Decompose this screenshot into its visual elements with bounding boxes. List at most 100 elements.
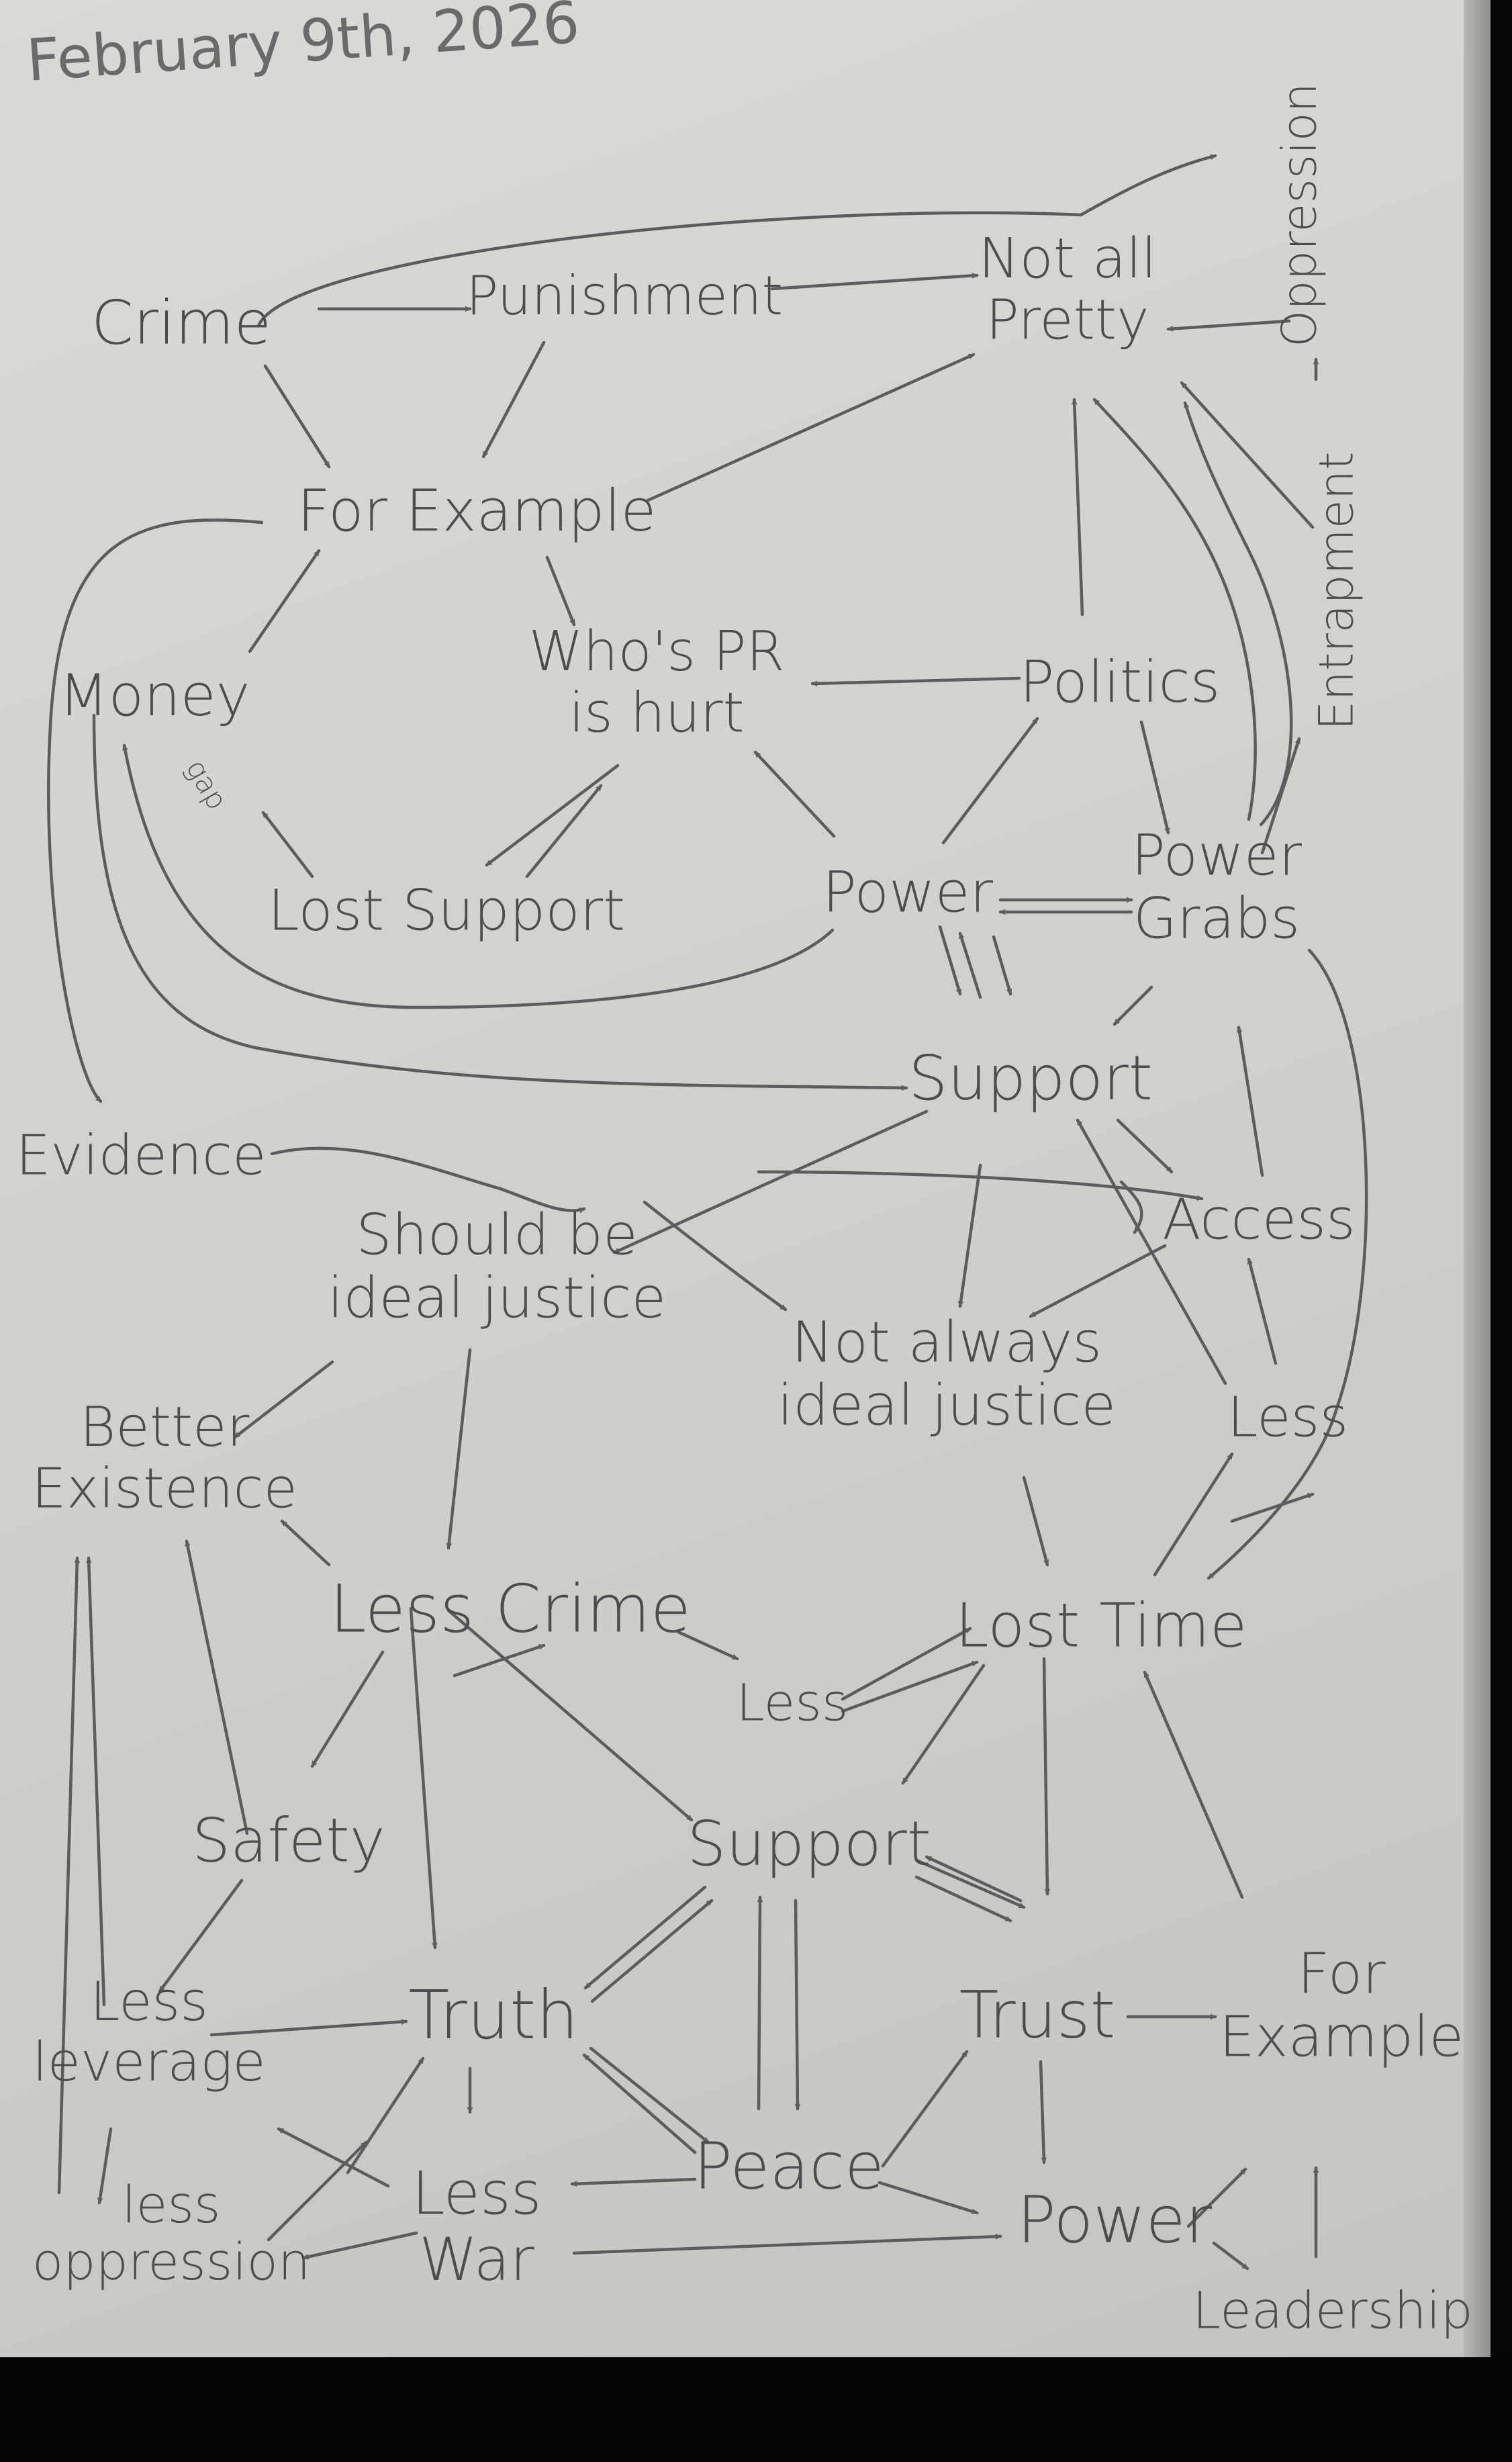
edges-layer: [47, 156, 1368, 2271]
arrow-33: [1022, 1475, 1047, 1567]
arrow-31: [960, 1163, 982, 1308]
node-less-crime: Less Crime: [330, 1571, 691, 1647]
arrow-44: [901, 1663, 986, 1785]
node-punishment: Punishment: [466, 265, 783, 327]
node-power-bottom: Power: [1017, 2183, 1213, 2258]
arrow-55: [794, 1899, 798, 2111]
curved-arrow-86: [757, 1170, 1204, 1199]
arrow-53: [590, 1899, 714, 2003]
arrow-66: [572, 2236, 1002, 2255]
arrow-62: [589, 2046, 710, 2144]
arrow-72: [1186, 2167, 1247, 2228]
arrow-12: [525, 784, 603, 878]
arrow-54: [759, 1895, 760, 2111]
curved-arrow-84: [270, 1146, 586, 1211]
node-for-example-top: For Example: [297, 477, 657, 545]
curved-arrow-80: [92, 713, 908, 1088]
arrow-34: [448, 1348, 472, 1550]
arrow-61: [881, 2050, 969, 2168]
arrow-50: [209, 2021, 408, 2037]
arrow-23: [1249, 1257, 1278, 1365]
arrow-9: [261, 811, 314, 878]
arrow-16: [1260, 737, 1301, 855]
arrow-52: [583, 1885, 707, 1990]
node-oppression: Oppression: [1272, 83, 1327, 347]
arrow-25: [1153, 1452, 1234, 1577]
node-gap: gap: [179, 754, 234, 815]
node-politics: Politics: [1020, 649, 1221, 716]
arrow-42: [841, 1627, 972, 1701]
arrow-46: [158, 1878, 244, 1993]
node-support-bottom: Support: [687, 1808, 931, 1880]
arrow-1: [770, 275, 979, 291]
node-less-mid: Less: [737, 1673, 849, 1733]
arrow-69: [346, 2056, 425, 2175]
node-crime: Crime: [91, 288, 271, 359]
arrow-40: [409, 1606, 435, 1950]
arrow-7: [545, 555, 576, 627]
arrow-21: [1113, 985, 1153, 1026]
arrow-45: [1042, 1657, 1047, 1896]
curved-arrow-79: [124, 743, 835, 1009]
arrow-49: [57, 1556, 77, 2195]
arrow-58: [914, 1875, 1012, 1923]
arrow-4: [263, 364, 331, 469]
arrow-60: [1039, 2060, 1044, 2164]
arrow-68: [277, 2127, 390, 2188]
arrow-26: [938, 925, 962, 996]
arrow-11: [485, 764, 620, 867]
node-entrapment: Entrapment: [1309, 451, 1364, 730]
node-access: Access: [1162, 1186, 1356, 1252]
arrow-36: [280, 1519, 331, 1567]
arrow-29: [1116, 1118, 1174, 1174]
node-support-top: Support: [908, 1042, 1153, 1114]
arrow-8: [248, 549, 321, 653]
node-leadership: Leadership: [1192, 2281, 1473, 2340]
arrow-56: [914, 1858, 1026, 1909]
arrow-43: [841, 1660, 979, 1713]
arrow-6: [646, 353, 976, 502]
arrow-10: [810, 676, 1021, 684]
curved-arrow-78: [47, 518, 264, 1103]
arrow-32: [1029, 1244, 1167, 1318]
node-less-right: Less: [1227, 1386, 1348, 1450]
node-money: Money: [58, 662, 250, 729]
arrow-41: [446, 1608, 694, 1822]
arrow-71: [267, 2140, 368, 2242]
node-trust: Trust: [959, 1978, 1116, 2053]
arrow-76: [1230, 1492, 1315, 1523]
date-heading: February 9th, 2026: [24, 0, 581, 95]
arrow-17: [1074, 398, 1084, 617]
arrow-30: [612, 1109, 929, 1255]
arrow-51: [99, 2127, 113, 2205]
arrow-14: [941, 717, 1039, 845]
node-lost-support: Lost Support: [268, 877, 625, 943]
arrow-28: [992, 935, 1012, 996]
arrow-65: [878, 2181, 979, 2215]
curved-arrow-77: [256, 156, 1217, 328]
node-safety: Safety: [192, 1806, 385, 1876]
dark-background: [0, 2357, 1512, 2462]
arrow-15: [1139, 720, 1168, 835]
arrow-74: [1212, 2241, 1249, 2271]
arrow-2: [1166, 319, 1291, 329]
arrow-18: [1180, 381, 1315, 529]
arrow-70: [301, 2231, 418, 2258]
arrow-5: [481, 340, 546, 459]
arrow-38: [453, 1643, 546, 1678]
arrow-13: [753, 750, 836, 838]
arrow-47: [187, 1539, 249, 1835]
curved-arrow-87: [1119, 1180, 1143, 1234]
arrow-75: [1143, 1670, 1244, 1899]
